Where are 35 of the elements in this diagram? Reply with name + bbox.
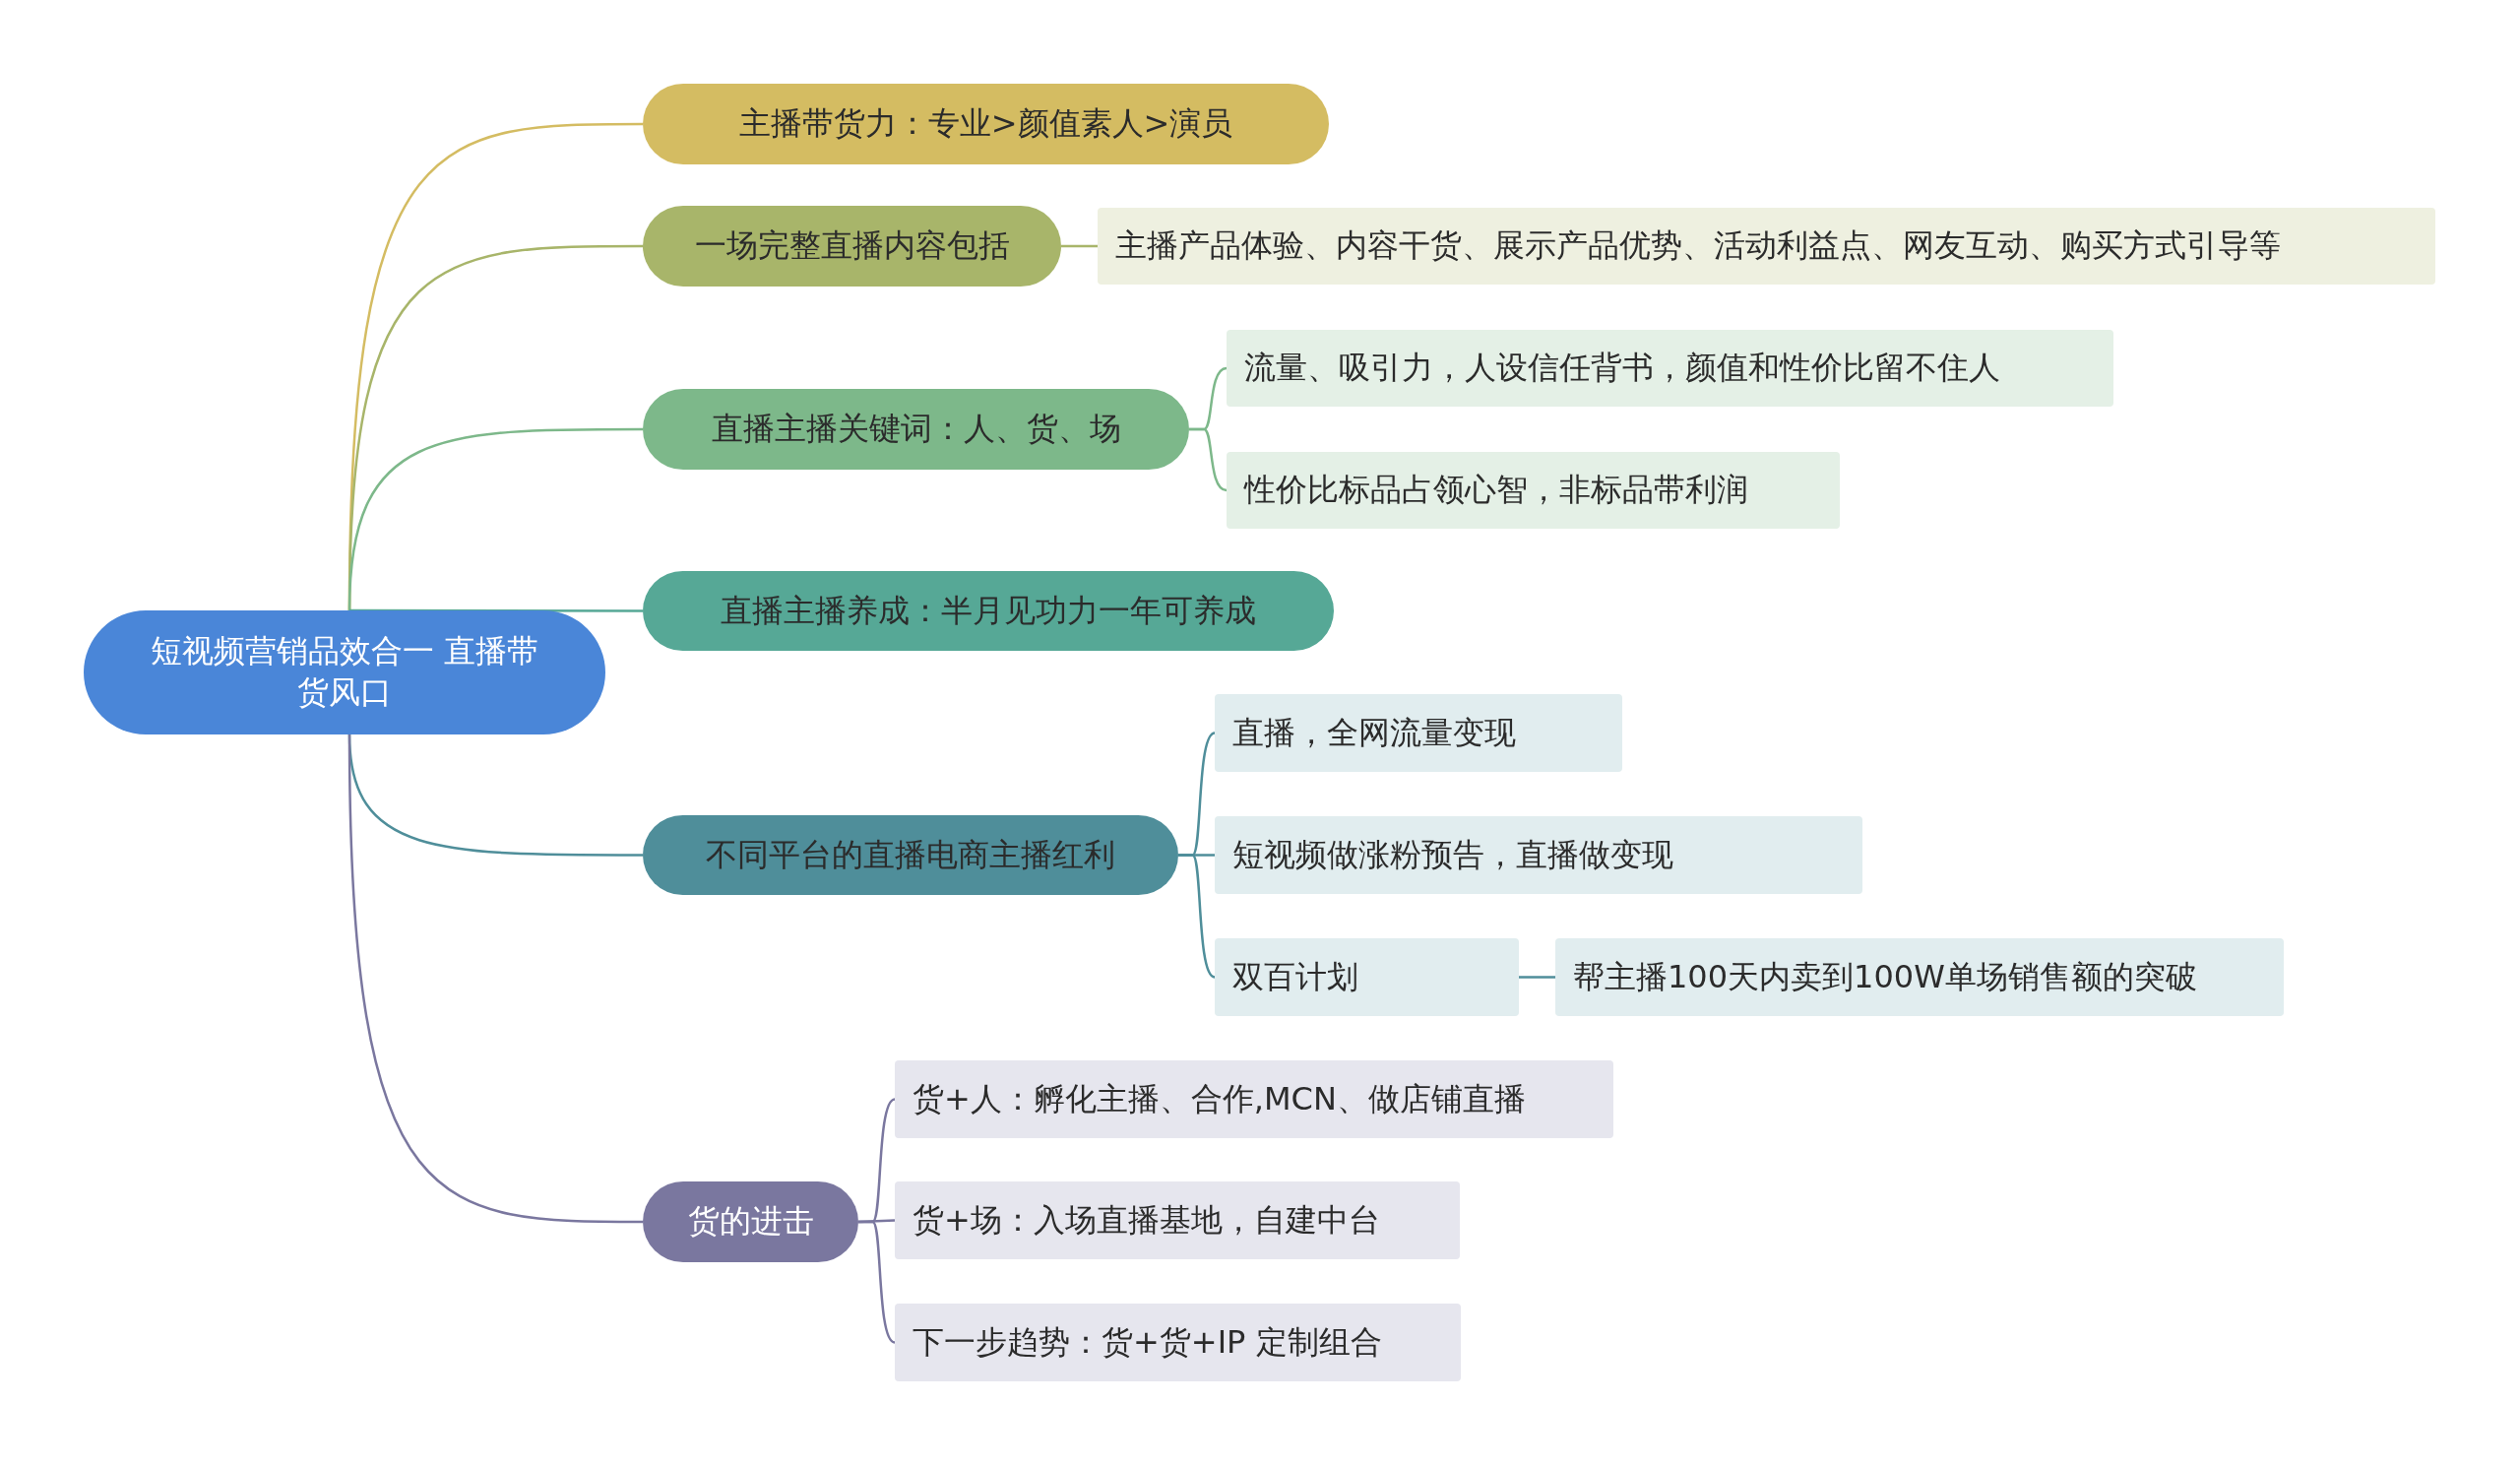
node-text: 短视频做涨粉预告，直播做变现 [1232,834,1673,875]
node-text: 主播带货力：专业>颜值素人>演员 [738,103,1233,145]
connector-line [347,734,643,1224]
node-text: 货+人：孵化主播、合作,MCN、做店铺直播 [913,1078,1526,1119]
node-text: 直播主播关键词：人、货、场 [711,409,1121,450]
subtopic-card [1555,938,2284,1016]
connector-line [858,1220,896,1344]
node-text: 不同平台的直播电商主播红利 [706,834,1115,875]
connector-line [1061,244,1098,248]
node-text: 直播主播养成：半月见功力一年可养成 [721,590,1256,631]
subtopic-card [1215,694,1622,772]
subtopic-card [1227,452,1840,529]
node-text: 货+场：入场直播基地，自建中台 [913,1199,1380,1241]
subtopic-card [895,1181,1460,1259]
node-text: 下一步趋势：货+货+IP 定制组合 [913,1321,1382,1363]
node-text: 直播，全网流量变现 [1232,712,1516,753]
node-text: 性价比标品占领心智，非标品带利润 [1244,470,1748,511]
subtopic-card [895,1060,1613,1138]
node-text: 一场完整直播内容包括 [694,225,1010,267]
subtopic-card [1215,816,1862,894]
connector-line [1189,427,1228,492]
node-text: 帮主播100天内卖到100W单场销售额的突破 [1573,956,2197,997]
connector-line [347,427,643,611]
node-text: 货的进击 [687,1201,814,1243]
connector-line [1178,854,1216,979]
subtopic-card [895,1304,1461,1381]
node-text: 短视频营销品效合一 直播带货风口 [149,631,540,713]
connector-line [348,608,643,612]
connector-line [1519,976,1555,979]
node-text: 双百计划 [1232,956,1358,997]
node-text: 主播产品体验、内容干货、展示产品优势、活动利益点、网友互动、购买方式引导等 [1115,225,2281,267]
subtopic-card [1098,208,2435,285]
subtopic-card [1227,330,2113,407]
subtopic-card [1215,938,1519,1016]
node-text: 流量、吸引力，人设信任背书，颜值和性价比留不住人 [1244,348,2000,389]
